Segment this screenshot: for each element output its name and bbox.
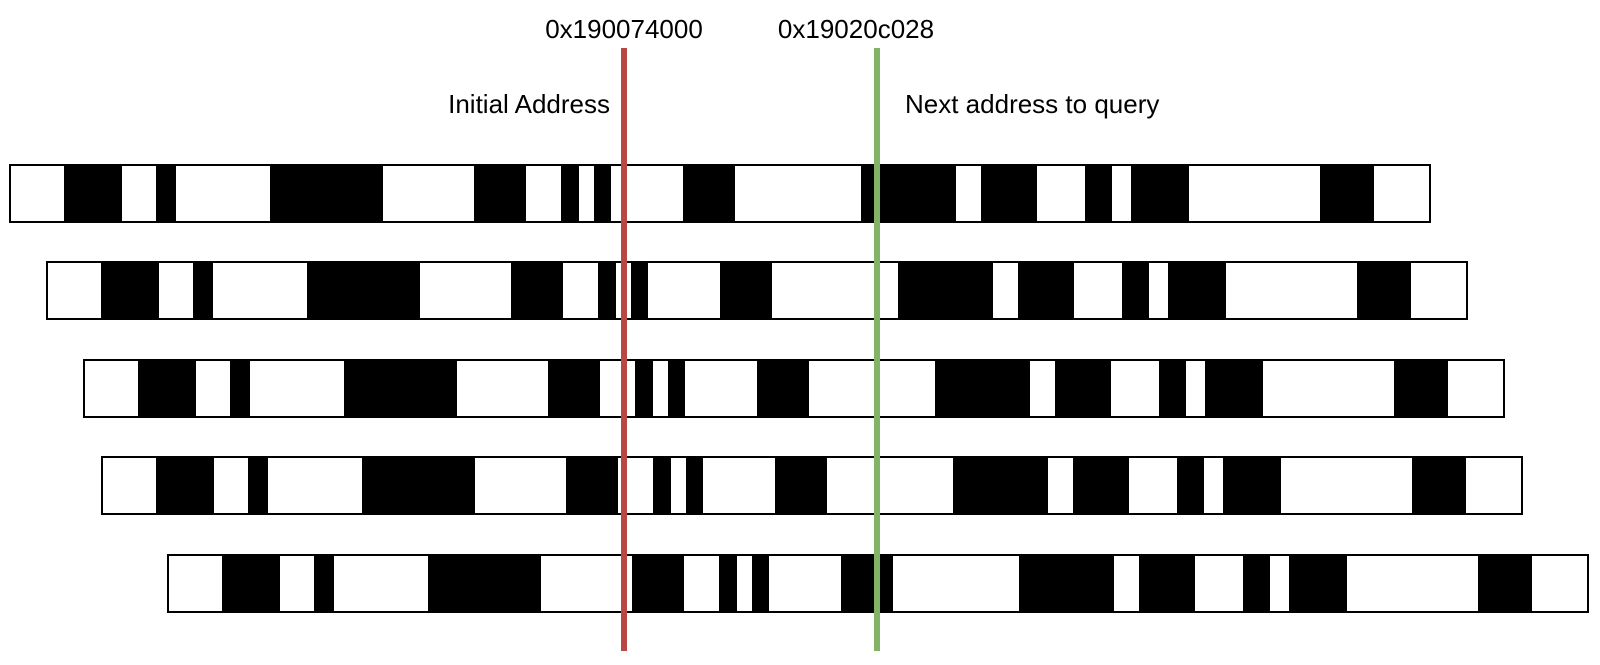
allocated-page-block — [561, 166, 579, 221]
allocated-page-block — [156, 166, 176, 221]
memory-bitmap-row — [101, 456, 1523, 515]
allocated-page-block — [101, 263, 159, 318]
allocated-page-block — [635, 361, 653, 416]
allocated-page-block — [1394, 361, 1448, 416]
initial-address-value-label: 0x190074000 — [545, 14, 703, 44]
allocated-page-block — [344, 361, 457, 416]
allocated-page-block — [686, 458, 703, 513]
allocated-page-block — [953, 458, 1048, 513]
allocated-page-block — [720, 263, 772, 318]
allocated-page-block — [841, 556, 893, 611]
allocated-page-block — [1073, 458, 1129, 513]
allocated-page-block — [230, 361, 250, 416]
initial-address-marker-line — [621, 48, 627, 651]
allocated-page-block — [1223, 458, 1281, 513]
allocated-page-block — [511, 263, 563, 318]
allocated-page-block — [1205, 361, 1263, 416]
allocated-page-block — [898, 263, 993, 318]
allocated-page-block — [548, 361, 600, 416]
allocated-page-block — [64, 166, 122, 221]
allocated-page-block — [307, 263, 420, 318]
allocated-page-block — [757, 361, 809, 416]
allocated-page-block — [981, 166, 1037, 221]
allocated-page-block — [1159, 361, 1186, 416]
allocated-page-block — [668, 361, 685, 416]
allocated-page-block — [314, 556, 334, 611]
allocated-page-block — [1478, 556, 1532, 611]
memory-bitmap-row — [9, 164, 1431, 223]
allocated-page-block — [1289, 556, 1347, 611]
allocated-page-block — [566, 458, 618, 513]
allocated-page-block — [752, 556, 769, 611]
allocated-page-block — [653, 458, 671, 513]
allocated-page-block — [594, 166, 611, 221]
allocated-page-block — [1412, 458, 1466, 513]
allocated-page-block — [1139, 556, 1195, 611]
allocated-page-block — [222, 556, 280, 611]
allocated-page-block — [1019, 556, 1114, 611]
allocated-page-block — [1085, 166, 1112, 221]
allocated-page-block — [1243, 556, 1270, 611]
allocated-page-block — [683, 166, 735, 221]
allocated-page-block — [631, 263, 648, 318]
allocated-page-block — [598, 263, 616, 318]
allocated-page-block — [1055, 361, 1111, 416]
allocated-page-block — [1357, 263, 1411, 318]
initial-address-caption: Initial Address — [448, 89, 610, 119]
allocated-page-block — [248, 458, 268, 513]
allocated-page-block — [138, 361, 196, 416]
allocated-page-block — [719, 556, 737, 611]
allocated-page-block — [1320, 166, 1374, 221]
allocated-page-block — [775, 458, 827, 513]
allocated-page-block — [362, 458, 475, 513]
memory-bitmap-row — [46, 261, 1468, 320]
allocated-page-block — [474, 166, 526, 221]
memory-bitmap-row — [83, 359, 1505, 418]
allocated-page-block — [632, 556, 684, 611]
next-address-caption: Next address to query — [905, 89, 1160, 119]
allocated-page-block — [270, 166, 383, 221]
allocated-page-block — [428, 556, 541, 611]
allocated-page-block — [156, 458, 214, 513]
allocated-page-block — [1168, 263, 1226, 318]
allocated-page-block — [1122, 263, 1149, 318]
allocated-page-block — [935, 361, 1030, 416]
next-address-value-label: 0x19020c028 — [777, 14, 935, 44]
next-address-marker-line — [874, 48, 880, 651]
allocated-page-block — [1018, 263, 1074, 318]
allocated-page-block — [193, 263, 213, 318]
allocated-page-block — [1131, 166, 1189, 221]
allocated-page-block — [1177, 458, 1204, 513]
